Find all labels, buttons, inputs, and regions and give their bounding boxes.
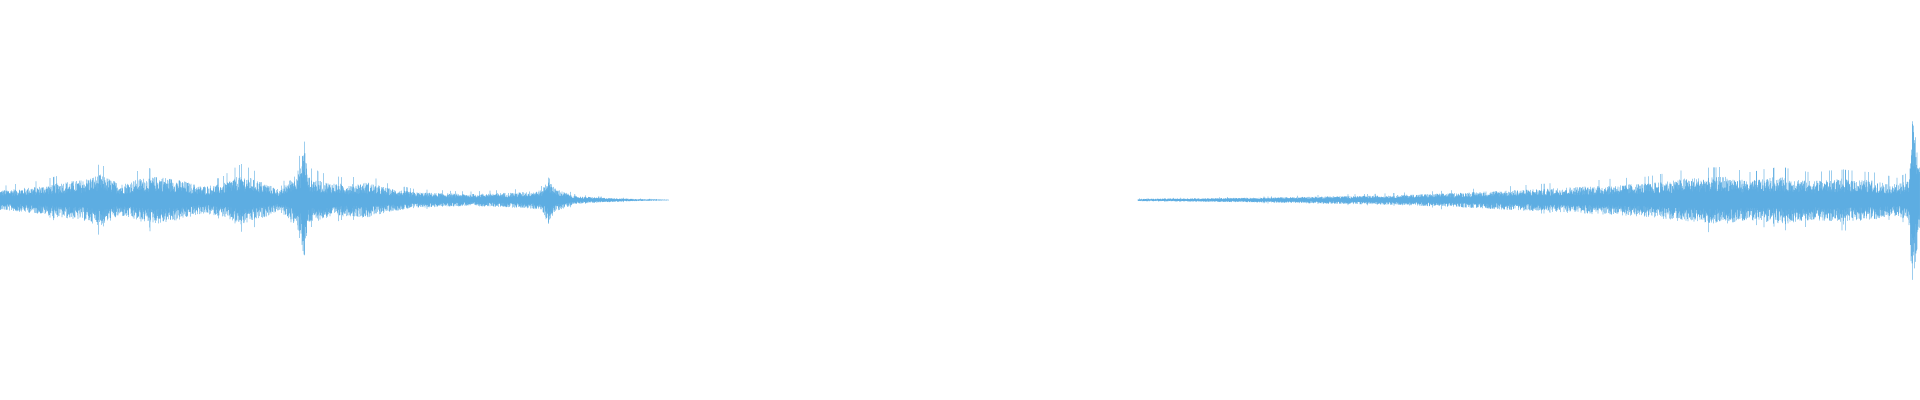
right-segment (1137, 121, 1920, 280)
left-segment (0, 141, 669, 256)
waveform-group (0, 121, 1920, 280)
